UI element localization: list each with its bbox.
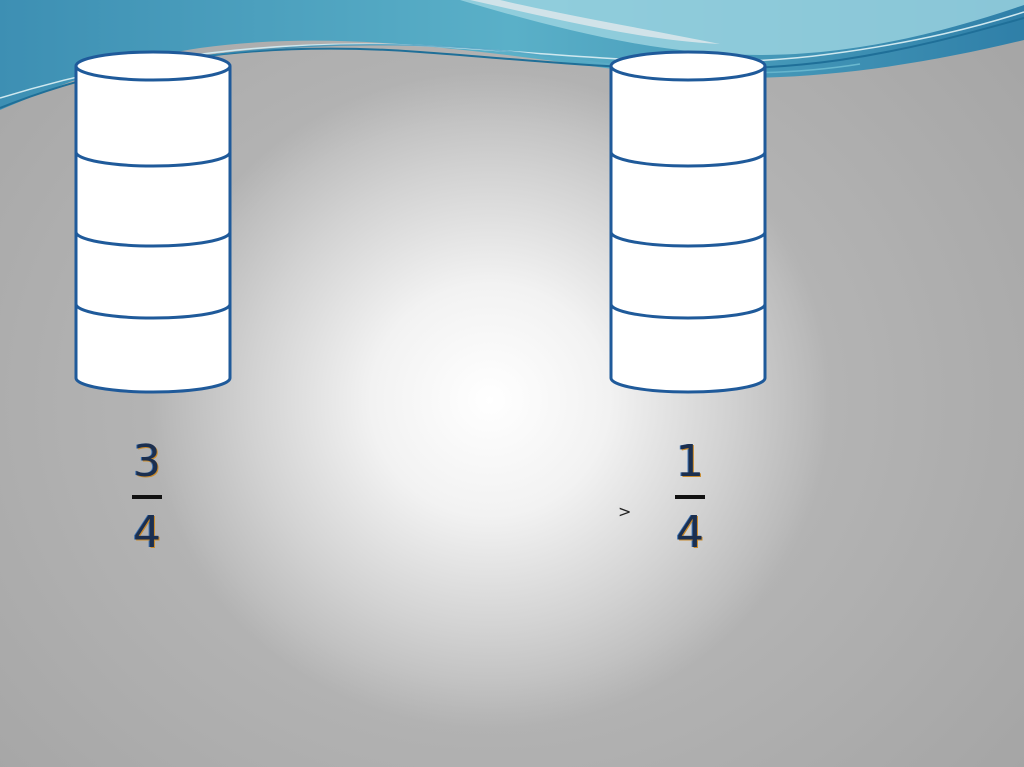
fraction-right-bar xyxy=(675,495,705,499)
fraction-left-numerator: 3 xyxy=(133,436,161,487)
cylinder-divider-1 xyxy=(74,151,232,168)
cylinder-top xyxy=(74,50,232,82)
cylinder-body xyxy=(609,66,767,394)
fraction-right-denominator: 4 xyxy=(676,507,704,558)
wave-band-silver xyxy=(470,0,720,44)
decorative-wave-banner xyxy=(0,0,1024,110)
cylinder-right xyxy=(609,50,767,394)
cylinder-divider-3 xyxy=(74,303,232,320)
cylinder-divider-2 xyxy=(74,231,232,248)
fraction-right: 1 4 xyxy=(660,438,720,557)
cylinder-top xyxy=(609,50,767,82)
cylinder-body xyxy=(74,66,232,394)
cylinder-left xyxy=(74,50,232,394)
wave-band-light xyxy=(460,0,1024,55)
cylinder-divider-1 xyxy=(609,151,767,168)
cylinder-divider-2 xyxy=(609,231,767,248)
fraction-left: 3 4 xyxy=(117,438,177,557)
fraction-left-bar xyxy=(132,495,162,499)
comparison-sign: > xyxy=(618,502,632,521)
cylinder-divider-3 xyxy=(609,303,767,320)
fraction-right-numerator: 1 xyxy=(676,436,704,487)
fraction-left-denominator: 4 xyxy=(133,507,161,558)
